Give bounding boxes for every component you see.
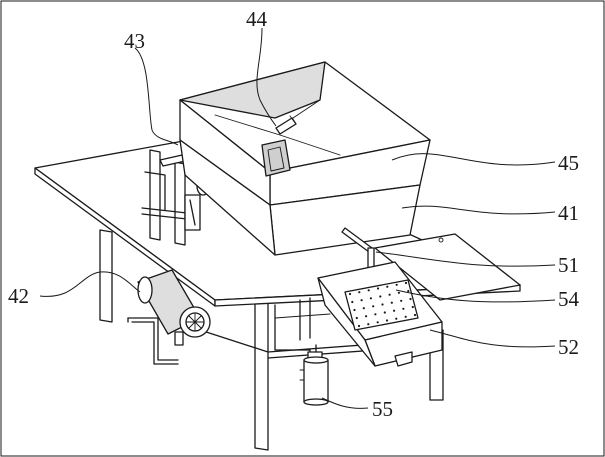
perforation-dot bbox=[353, 308, 356, 312]
perforation-dot bbox=[365, 315, 368, 318]
perforation-dot bbox=[374, 313, 377, 316]
perforation-dot bbox=[383, 311, 386, 314]
label-41: 41 bbox=[558, 201, 579, 225]
left-stand bbox=[141, 149, 201, 246]
perforation-dot bbox=[381, 303, 384, 306]
label-51: 51 bbox=[558, 253, 579, 277]
label-42: 42 bbox=[8, 284, 29, 308]
perforation-dot bbox=[358, 291, 361, 294]
perforation-dot bbox=[395, 317, 398, 320]
perforation-dot bbox=[402, 307, 405, 310]
perforation-dot bbox=[390, 301, 393, 304]
perforation-dot bbox=[357, 324, 361, 328]
label-43: 43 bbox=[124, 29, 145, 53]
perforation-dot bbox=[411, 305, 414, 309]
perforation-dot bbox=[376, 321, 379, 324]
filter-55 bbox=[284, 344, 329, 406]
perforation-dot bbox=[395, 283, 398, 286]
label-54: 54 bbox=[558, 287, 580, 311]
perforation-dot bbox=[367, 289, 370, 292]
perforation-dot bbox=[385, 319, 389, 322]
perforation-dot bbox=[379, 295, 382, 298]
perforation-dot bbox=[413, 313, 417, 317]
perforation-dot bbox=[407, 289, 410, 293]
side-shelf bbox=[374, 233, 521, 301]
perforation-dot bbox=[376, 287, 380, 290]
perforation-dot bbox=[351, 300, 354, 304]
perforation-dot bbox=[355, 316, 358, 320]
label-55: 55 bbox=[372, 397, 393, 421]
perforation-dot bbox=[348, 292, 352, 296]
hopper bbox=[179, 61, 431, 256]
leader-lines bbox=[39, 27, 556, 409]
perforation-dot bbox=[388, 293, 391, 296]
label-52: 52 bbox=[558, 335, 579, 359]
pump-42 bbox=[127, 269, 211, 365]
label-44: 44 bbox=[246, 7, 268, 31]
perforation-dot bbox=[393, 309, 396, 312]
basket-54 bbox=[344, 279, 419, 331]
perforation-dot bbox=[360, 299, 363, 302]
perforation-dot bbox=[397, 291, 400, 294]
label-45: 45 bbox=[558, 151, 579, 175]
perforation-dot bbox=[386, 285, 389, 288]
perforation-dot bbox=[372, 305, 375, 308]
perforation-dot bbox=[409, 297, 412, 301]
perforation-dot bbox=[369, 297, 372, 300]
perforation-dot bbox=[367, 323, 370, 326]
perforation-dot bbox=[404, 281, 408, 285]
perforation-dot bbox=[400, 299, 403, 302]
perforation-dot bbox=[404, 315, 407, 318]
perforation-dot bbox=[362, 307, 365, 310]
